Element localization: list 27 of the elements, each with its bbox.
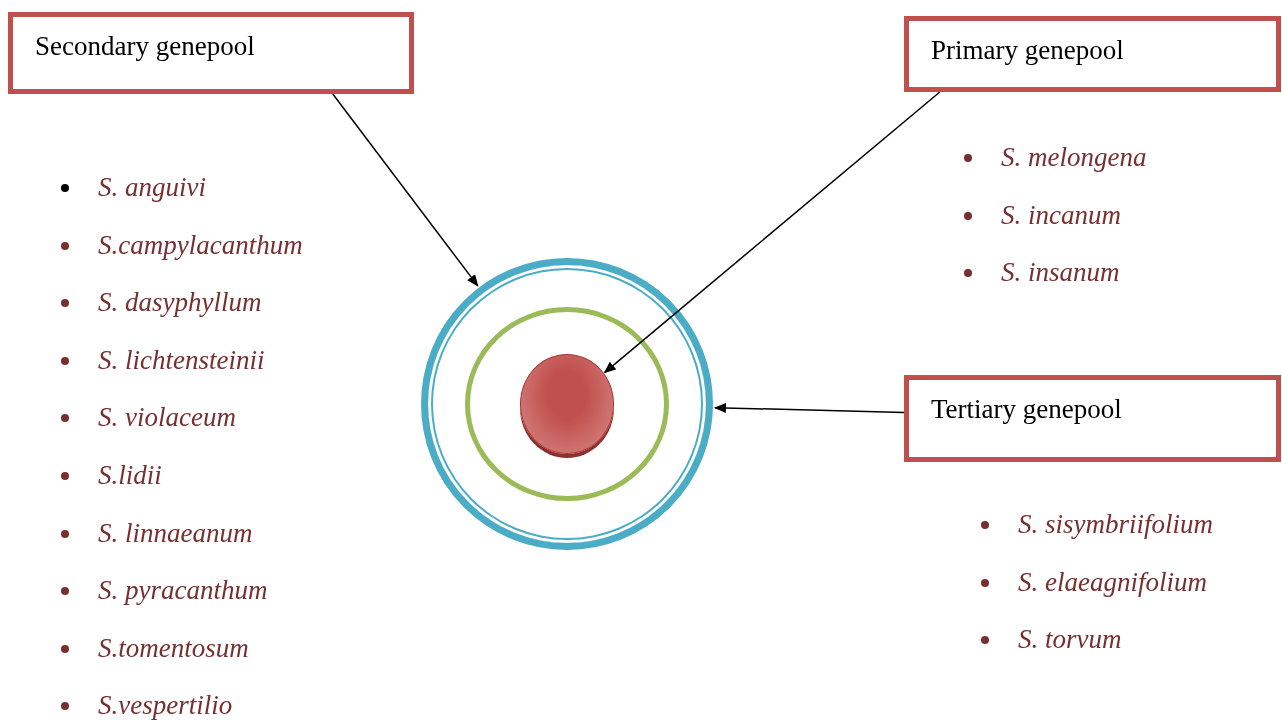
species-name: S.campylacanthum: [58, 228, 303, 261]
arrow: [603, 91, 941, 374]
species-name: S. melongena: [961, 141, 1147, 173]
title-box: [8, 12, 414, 94]
species-name: S. linnaeanum: [58, 516, 253, 549]
species-name: S. torvum: [978, 623, 1122, 656]
species-name: S. pyracanthum: [58, 574, 268, 607]
species-name: S.tomentosum: [58, 631, 249, 664]
arrow: [713, 402, 905, 414]
arrow: [332, 93, 479, 287]
species-name: S. violaceum: [58, 401, 236, 434]
species-name: S. dasyphyllum: [58, 286, 262, 319]
species-name: S. sisymbriifolium: [978, 508, 1213, 540]
box-label: Secondary genepool: [35, 31, 255, 62]
species-name: S. lichtensteinii: [58, 343, 265, 376]
outer-ring: [421, 258, 713, 550]
box-label: Tertiary genepool: [931, 394, 1122, 425]
species-name: S.lidii: [58, 459, 162, 491]
species-name: S. anguivi: [58, 171, 206, 203]
title-box: [904, 16, 1281, 92]
species-name: S. insanum: [961, 256, 1120, 289]
species-name: S. incanum: [961, 198, 1121, 231]
inner-ring: [465, 307, 669, 501]
title-box: [904, 375, 1281, 462]
species-name: S. elaeagnifolium: [978, 565, 1207, 598]
box-label: Primary genepool: [931, 35, 1124, 66]
species-name: S.vespertilio: [58, 689, 233, 720]
